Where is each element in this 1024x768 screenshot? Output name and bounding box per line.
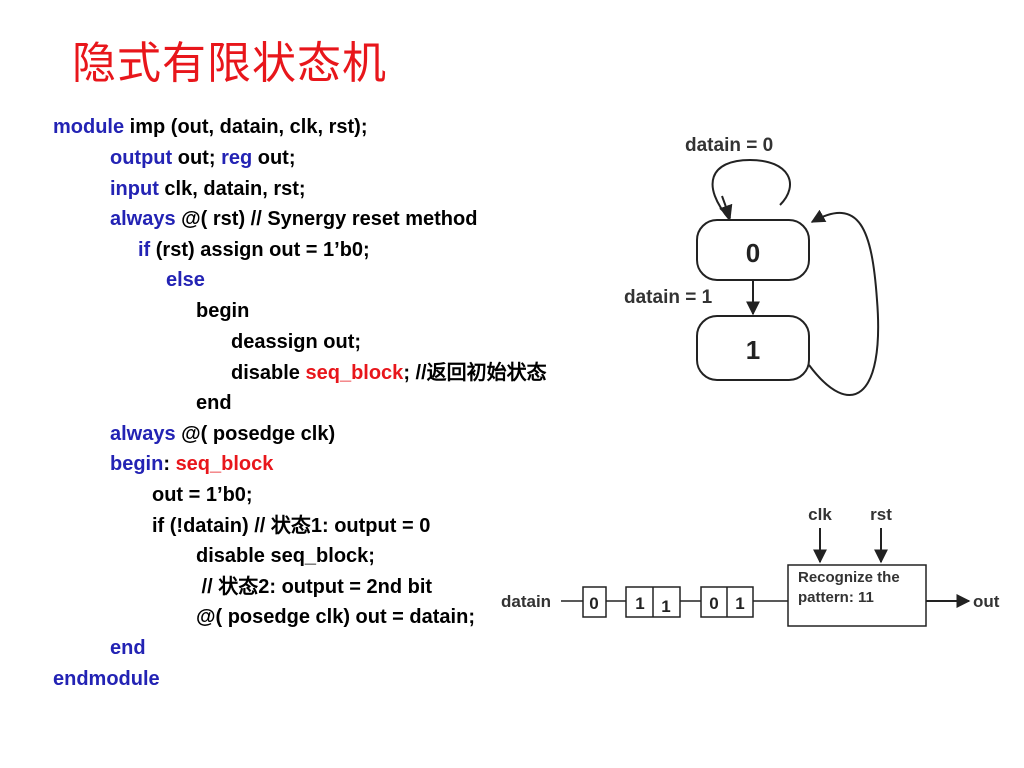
label-seq-block: seq_block	[175, 453, 274, 475]
code-text: out;	[252, 147, 296, 169]
code-text: (rst) assign out = 1’b0;	[150, 239, 370, 261]
code-line-11: always @( posedge clk)	[110, 421, 335, 447]
code-line-5: if (rst) assign out = 1’b0;	[138, 237, 370, 263]
recognizer-text-1: Recognize the	[798, 569, 900, 586]
recognizer-box	[787, 564, 927, 627]
keyword-module: module	[53, 116, 125, 138]
code-line-6: else	[166, 267, 205, 293]
keyword-always: always	[110, 423, 176, 445]
fsm-self-loop	[711, 158, 791, 221]
keyword-output: output	[110, 147, 173, 169]
bit-value: 1	[735, 594, 744, 613]
code-line-12: begin: seq_block	[110, 451, 273, 477]
bit-value: 0	[589, 594, 598, 613]
block-backdrop	[490, 578, 550, 628]
keyword-if: if	[138, 239, 151, 261]
code-text: end	[196, 392, 232, 414]
code-line-3: input clk, datain, rst;	[110, 176, 306, 202]
code-line-4: always @( rst) // Synergy reset method	[110, 206, 477, 232]
code-line-8: deassign out;	[231, 329, 361, 355]
keyword-end: end	[110, 637, 146, 659]
code-line-19: endmodule	[53, 666, 160, 692]
code-line-14: if (!datain) // 状态1: output = 0	[152, 513, 430, 539]
bit-value: 0	[709, 594, 718, 613]
fsm-label-datain-0: datain = 0	[685, 135, 773, 156]
bit-cell	[582, 586, 607, 618]
keyword-endmodule: endmodule	[53, 668, 160, 690]
code-text: disable	[231, 362, 306, 384]
code-text: :	[163, 453, 176, 475]
code-text: @( rst) // Synergy reset method	[175, 208, 478, 230]
out-label: out	[973, 592, 1000, 611]
fsm-state-1	[696, 315, 810, 381]
code-text: out = 1’b0;	[152, 484, 253, 506]
label-seq-block: seq_block	[305, 362, 404, 384]
code-text: ; //返回初始状态	[403, 362, 547, 384]
code-text: imp (out, datain, clk, rst);	[124, 116, 368, 138]
code-line-15: disable seq_block;	[196, 543, 375, 569]
code-text: if (!datain) // 状态1: output = 0	[152, 515, 431, 537]
keyword-always: always	[110, 208, 176, 230]
keyword-input: input	[110, 178, 159, 200]
code-line-18: end	[110, 635, 146, 661]
keyword-begin: begin	[110, 453, 164, 475]
fsm-self-loop-arrow	[719, 195, 733, 220]
code-line-1: module imp (out, datain, clk, rst);	[53, 114, 367, 140]
keyword-reg: reg	[221, 147, 253, 169]
fsm-state-1-label: 1	[746, 335, 760, 365]
rst-label: rst	[870, 505, 892, 524]
code-line-7: begin	[196, 298, 249, 324]
code-text: @( posedge clk) out = datain;	[196, 606, 475, 628]
code-text: // 状态2: output = 2nd bit	[196, 576, 433, 598]
keyword-else: else	[166, 269, 205, 291]
code-line-13: out = 1’b0;	[152, 482, 253, 508]
slide-title: 隐式有限状态机	[72, 38, 387, 89]
bit-value: 1	[635, 594, 644, 613]
recognizer-text-2: pattern: 11	[798, 589, 874, 606]
code-text: deassign out;	[231, 331, 362, 353]
fsm-label-datain-1: datain = 1	[624, 287, 713, 308]
code-text: @( posedge clk)	[175, 423, 336, 445]
code-line-16: // 状态2: output = 2nd bit	[196, 574, 433, 600]
fsm-state-0-label: 0	[746, 238, 760, 268]
code-text: out;	[172, 147, 222, 169]
code-text: disable seq_block;	[196, 545, 375, 567]
code-text: begin	[196, 300, 250, 322]
fsm-transition-1-to-0	[808, 209, 880, 396]
code-line-17: @( posedge clk) out = datain;	[196, 604, 475, 630]
code-line-10: end	[196, 390, 232, 416]
code-text: clk, datain, rst;	[158, 178, 306, 200]
code-line-2: output out; reg out;	[110, 145, 296, 171]
bit-value: 1	[661, 597, 670, 616]
datain-label: datain	[501, 592, 551, 611]
code-line-9: disable seq_block; //返回初始状态	[231, 360, 547, 386]
clk-label: clk	[808, 505, 832, 524]
